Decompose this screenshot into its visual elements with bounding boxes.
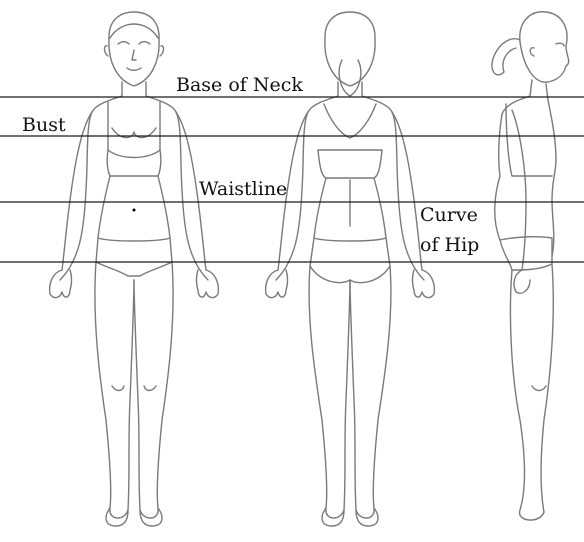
- base-of-neck-label: Base of Neck: [176, 76, 303, 95]
- side-view-figure: [492, 12, 569, 520]
- curve-of-hip-label-line2: of Hip: [420, 235, 479, 257]
- curve-of-hip-label-line1: Curve: [420, 205, 479, 227]
- waistline-label: Waistline: [199, 180, 287, 199]
- bust-label: Bust: [22, 116, 66, 135]
- curve-of-hip-label: Curve of Hip: [420, 205, 479, 257]
